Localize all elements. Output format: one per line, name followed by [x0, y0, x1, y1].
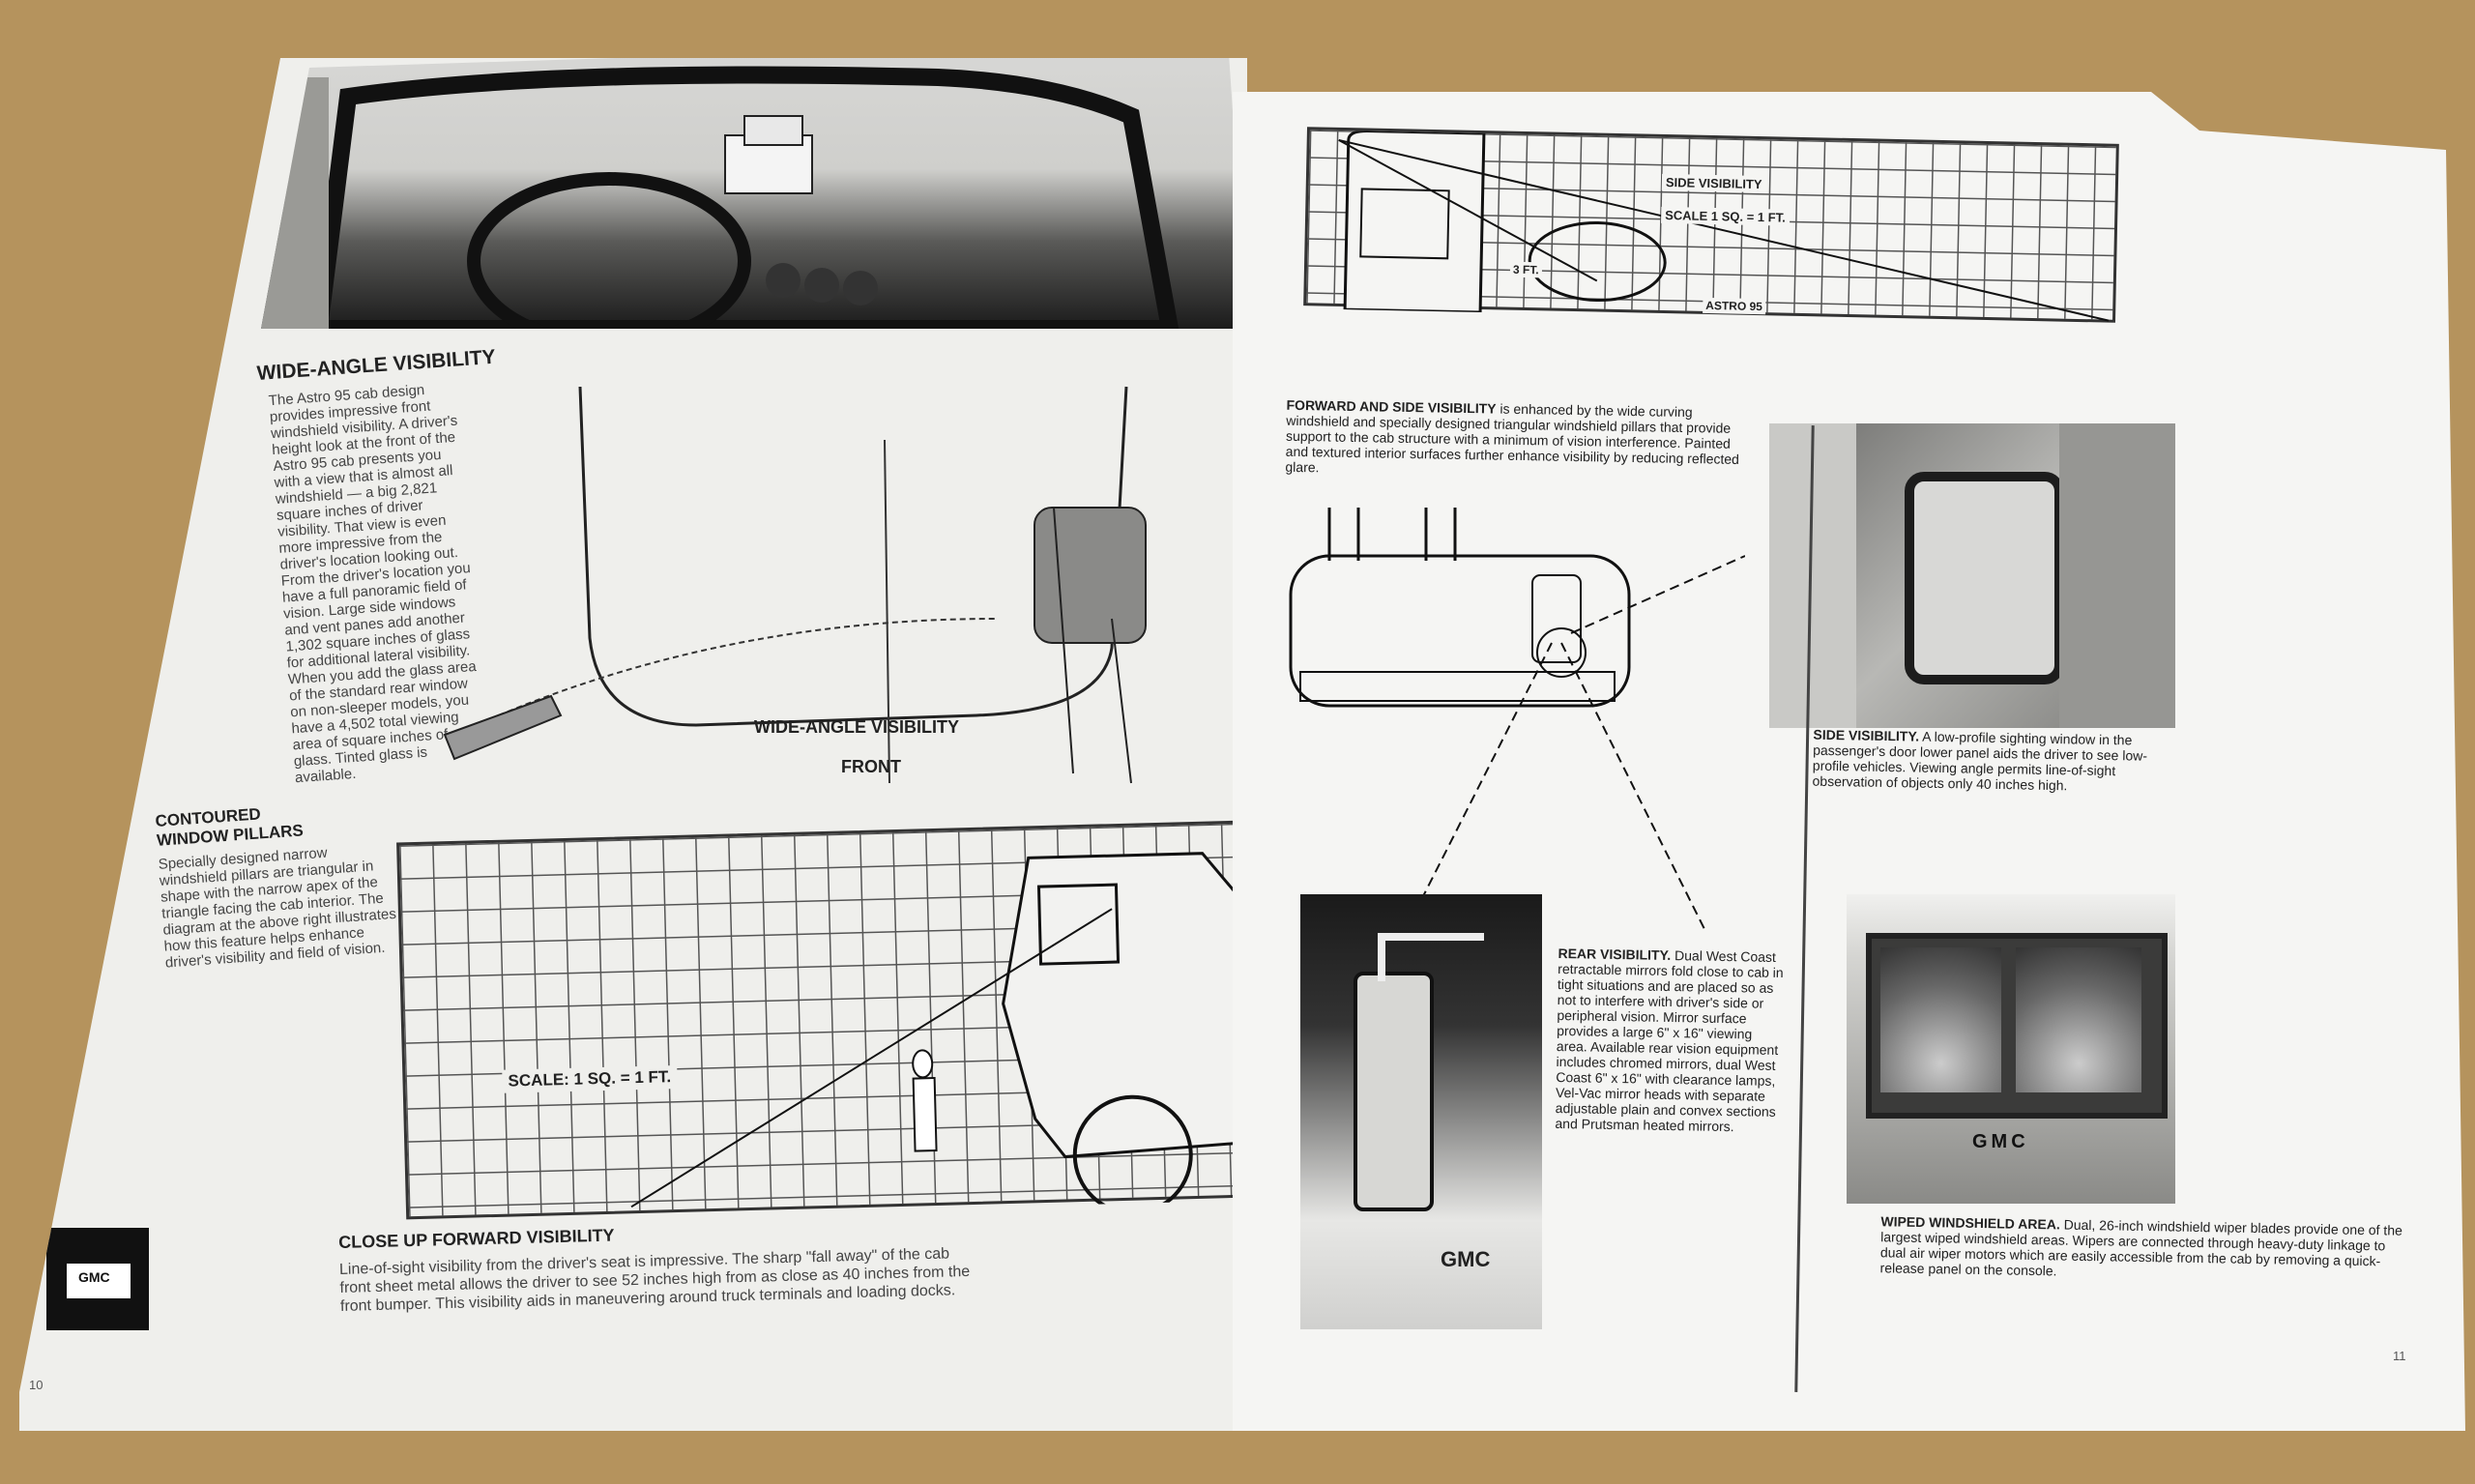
side-visibility-text: SIDE VISIBILITY. A low-profile sighting …	[1812, 727, 2180, 796]
side-visibility-heading: SIDE VISIBILITY.	[1813, 726, 1920, 744]
side-diagram-title: SIDE VISIBILITY	[1661, 173, 1766, 193]
left-page-number: 10	[29, 1378, 44, 1392]
pillars-body: Specially designed narrow windshield pil…	[158, 844, 397, 972]
rear-visibility-text: REAR VISIBILITY. Dual West Coast retract…	[1555, 946, 1785, 1135]
close-up-body: Line-of-sight visibility from the driver…	[338, 1245, 971, 1315]
right-page: SIDE VISIBILITY SCALE 1 SQ. = 1 FT. 3 FT…	[1233, 92, 2465, 1431]
diagram-label: WIDE-ANGLE VISIBILITY	[754, 717, 960, 737]
side-window-photo	[1769, 423, 2175, 728]
side-diagram-scale: SCALE 1 SQ. = 1 FT.	[1661, 206, 1790, 226]
rear-visibility-body: Dual West Coast retractable mirrors fold…	[1555, 947, 1784, 1135]
scale-label: SCALE: 1 SQ. = 1 FT.	[502, 1065, 678, 1093]
gmc-logo: GMC	[46, 1228, 149, 1330]
windshield-badge-text: GMC	[1972, 1131, 2029, 1152]
diagram-front-label: FRONT	[841, 757, 901, 776]
side-diagram-model: ASTRO 95	[1703, 297, 1766, 315]
right-page-number: 11	[2393, 1349, 2406, 1363]
mirror-badge-text: GMC	[1441, 1247, 1491, 1271]
mirror-photo: GMC	[1300, 894, 1542, 1329]
close-up-grid: SCALE: 1 SQ. = 1 FT.	[396, 820, 1247, 1220]
windshield-photo: GMC	[1847, 894, 2175, 1204]
cab-interior-photo	[261, 58, 1247, 329]
cab-interior-drawing	[261, 66, 1180, 329]
wiped-windshield-text: WIPED WINDSHIELD AREA. Dual, 26-inch win…	[1879, 1213, 2407, 1285]
side-visibility-grid: SIDE VISIBILITY SCALE 1 SQ. = 1 FT. 3 FT…	[1303, 127, 2119, 323]
side-diagram-dimension: 3 FT.	[1509, 261, 1542, 278]
gmc-logo-text: GMC	[78, 1269, 110, 1285]
left-page: WIDE-ANGLE VISIBILITY The Astro 95 cab d…	[19, 58, 1247, 1431]
wide-angle-diagram: WIDE-ANGLE VISIBILITY FRONT	[435, 329, 1228, 812]
forward-side-text: FORWARD AND SIDE VISIBILITY is enhanced …	[1285, 397, 1755, 482]
